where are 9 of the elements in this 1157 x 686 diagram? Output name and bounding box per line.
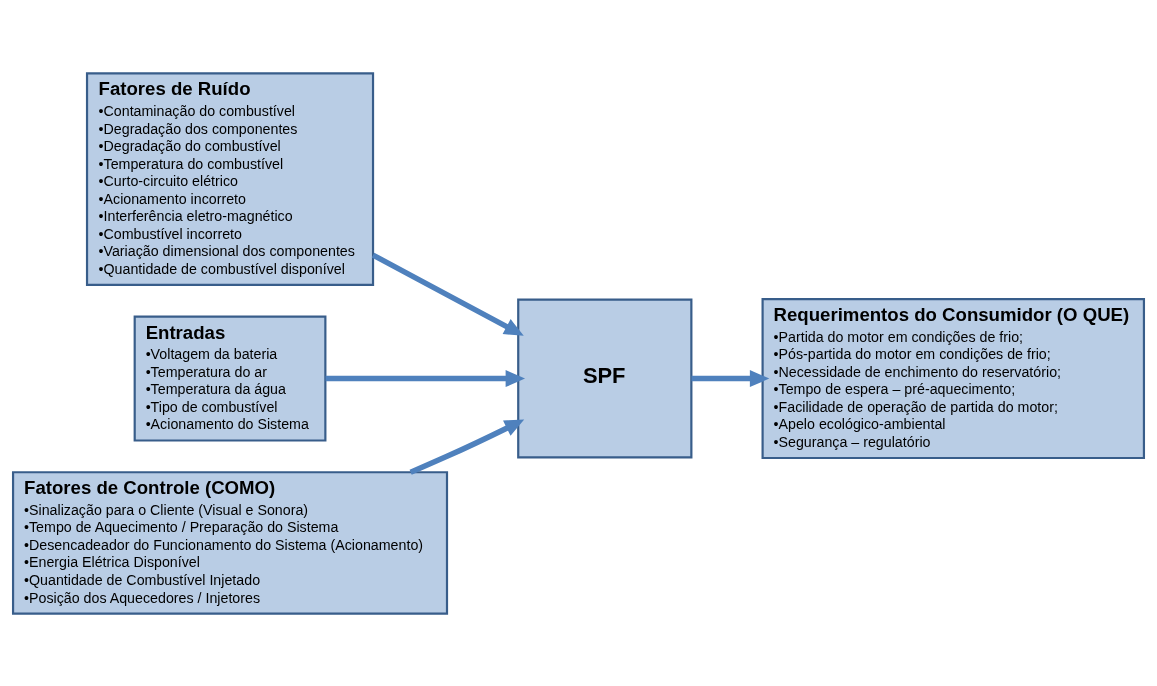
node-box: Entradas •Voltagem da bateria •Temperatura do ar •Temperatura da água •Tipo de combustível •Acionamento do Sistema [133, 315, 327, 442]
node-box: Fatores de Controle (COMO) •Sinalização para o Cliente (Visual e Sonora) •Tempo de Aquecimento / Preparação do Sistema •Desencadeador do Funcionamento do Sistema (Acionamento) •Energia Elétrica Disponível •Quantidade de Combustível Injetado •Posição dos Aquecedores / Injetores [11, 470, 449, 615]
arrow [325, 369, 526, 387]
arrow [371, 252, 524, 336]
arrow [691, 369, 770, 387]
node-box: SPF [517, 298, 693, 459]
arrow [409, 419, 525, 475]
node-box: Requerimentos do Consumidor (O QUE) •Partida do motor em condições de frio; •Pós-partida do motor em condições de frio; •Necessidade de enchimento do reservatório; •Tempo de espera – pré-aquecimento; •Facilidade de operação de partida do motor; •Apelo ecológico-ambiental •Segurança – regulatório [761, 297, 1146, 459]
node-box: Fatores de Ruído •Contaminação do combustível •Degradação dos componentes •Degradação do combustível •Temperatura do combustível •Curto-circuito elétrico •Acionamento incorreto •Interferência eletro-magnético •Combustível incorreto •Variação dimensional dos componentes •Quantidade de combustível disponível [85, 71, 375, 286]
